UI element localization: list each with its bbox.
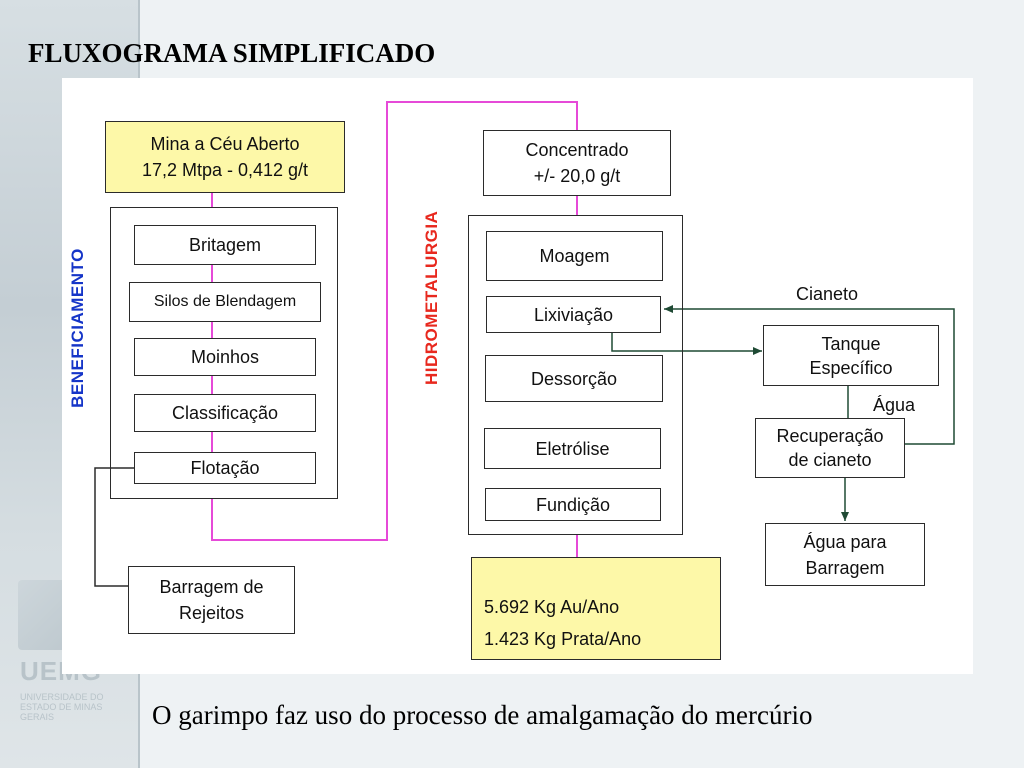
tailings-dam-line2: Rejeitos <box>178 603 245 623</box>
step-classificacao: Classificação <box>134 394 316 432</box>
water-to-dam-line2: Barragem <box>805 557 885 578</box>
production-output-box: 5.692 Kg Au/Ano 1.423 Kg Prata/Ano <box>471 557 721 660</box>
step-fundicao: Fundição <box>485 488 661 521</box>
recovery-line1: Recuperação <box>776 426 884 446</box>
logo-subtitle: UNIVERSIDADE DO ESTADO DE MINAS GERAIS <box>20 692 104 722</box>
step-dessorcao: Dessorção <box>485 355 663 402</box>
tailings-dam-box: Barragem de Rejeitos <box>128 566 295 634</box>
step-lixiviacao: Lixiviação <box>486 296 661 333</box>
cyanide-return-line <box>664 305 955 445</box>
beneficiamento-to-concentrate-line <box>211 101 578 541</box>
hidrometalurgia-label: HIDROMETALURGIA <box>422 210 441 385</box>
tailings-dam-line1: Barragem de <box>159 577 264 597</box>
flotacao-to-dam-line <box>94 467 134 587</box>
step-moagem: Moagem <box>486 231 663 281</box>
mine-capacity: 17,2 Mtpa - 0,412 g/t <box>141 160 309 180</box>
concentrate-box: Concentrado +/- 20,0 g/t <box>483 130 671 196</box>
step-flotacao: Flotação <box>134 452 316 484</box>
tank-line1: Tanque <box>821 333 881 354</box>
step-silos-blendagem: Silos de Blendagem <box>129 282 321 322</box>
concentrate-title: Concentrado <box>525 140 629 160</box>
step-britagem: Britagem <box>134 225 316 265</box>
water-label: Água <box>873 395 916 415</box>
beneficiamento-frame <box>110 207 338 499</box>
slide-caption: O garimpo faz uso do processo de amalgam… <box>152 700 813 730</box>
water-to-dam-line1: Água para <box>803 531 887 552</box>
cyanide-recovery-box: Recuperação de cianeto <box>755 418 905 478</box>
step-eletrolise: Eletrólise <box>484 428 661 469</box>
water-to-dam-box: Água para Barragem <box>765 523 925 586</box>
silver-output: 1.423 Kg Prata/Ano <box>484 629 642 649</box>
tank-line2: Específico <box>809 357 893 378</box>
step-moinhos: Moinhos <box>134 338 316 376</box>
hidrometalurgia-frame <box>468 215 683 535</box>
tank-box: Tanque Específico <box>763 325 939 386</box>
lixiviacao-to-tank-line <box>611 333 762 355</box>
page-title: FLUXOGRAMA SIMPLIFICADO <box>28 38 436 68</box>
concentrate-grade: +/- 20,0 g/t <box>533 166 621 186</box>
mine-box: Mina a Céu Aberto 17,2 Mtpa - 0,412 g/t <box>105 121 345 193</box>
mine-title: Mina a Céu Aberto <box>150 134 300 154</box>
recovery-line2: de cianeto <box>788 450 872 470</box>
cyanide-label: Cianeto <box>796 284 859 304</box>
gold-output: 5.692 Kg Au/Ano <box>484 597 620 617</box>
beneficiamento-label: BENEFICIAMENTO <box>68 248 87 408</box>
